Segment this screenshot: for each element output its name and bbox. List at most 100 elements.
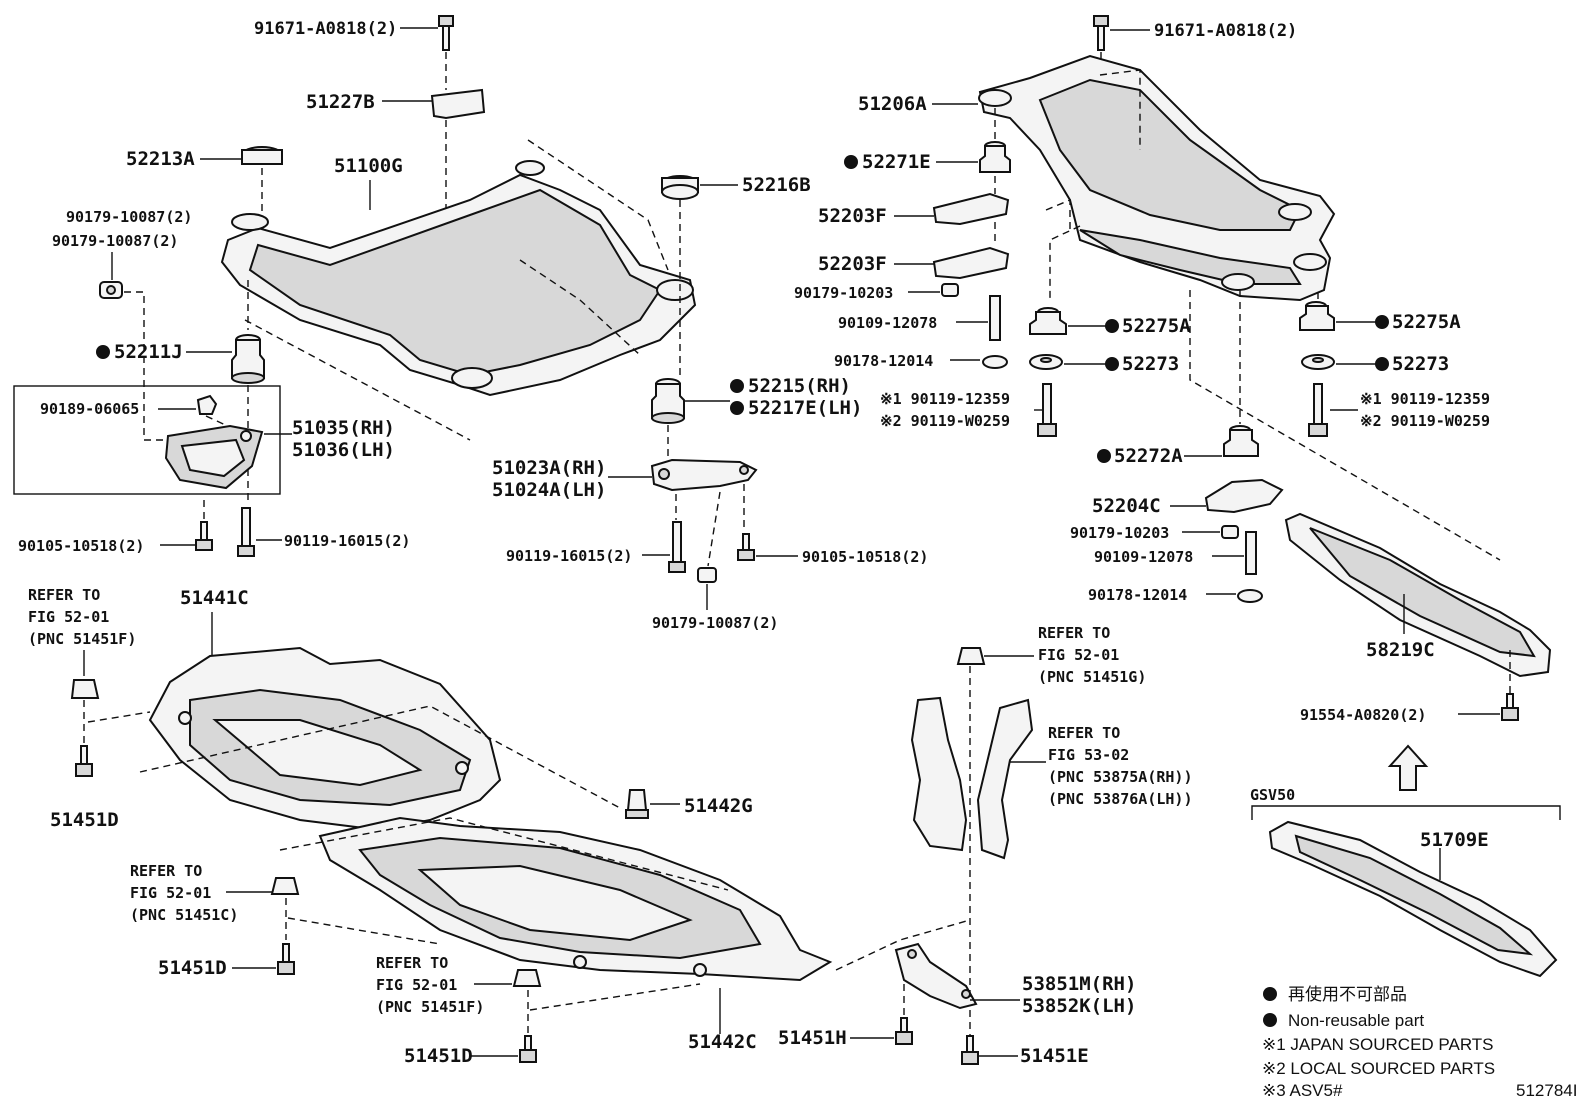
fender-liner bbox=[910, 696, 1034, 860]
brace-51709E bbox=[1268, 820, 1558, 978]
legend-note-3: ※3 ASV5# bbox=[1262, 1081, 1343, 1099]
label-90178-12014-2: 90178-12014 bbox=[1088, 586, 1187, 604]
label-90119-W0259-2: ※2 90119-W0259 bbox=[1360, 412, 1490, 430]
clip-51451C bbox=[270, 877, 300, 895]
label-51023A: 51023A(RH) bbox=[492, 457, 606, 479]
gsv50-bracket-line bbox=[1251, 805, 1561, 820]
label-51441C: 51441C bbox=[180, 587, 249, 609]
label-51442C: 51442C bbox=[688, 1031, 757, 1053]
label-52273-1: 52273 bbox=[1122, 353, 1179, 375]
label-51035: 51035(RH) bbox=[292, 417, 395, 439]
label-52272A: 52272A bbox=[1114, 445, 1183, 467]
under-cover-51441C bbox=[148, 646, 502, 832]
label-90119-W0259-1: ※2 90119-W0259 bbox=[880, 412, 1010, 430]
bolt-91671-left bbox=[438, 15, 454, 51]
bracket-51227B bbox=[430, 88, 486, 120]
label-51227B: 51227B bbox=[306, 91, 375, 113]
clip-51442G bbox=[625, 789, 649, 819]
label-90179-10087-a: 90179-10087(2) bbox=[66, 208, 192, 226]
label-90119-16015-mid: 90119-16015(2) bbox=[506, 547, 632, 565]
nut-90179-left bbox=[99, 281, 123, 299]
washer-52273-2 bbox=[1301, 354, 1335, 370]
label-refer4-b: FIG 52-01 bbox=[1038, 646, 1119, 664]
label-51024A: 51024A(LH) bbox=[492, 479, 606, 501]
label-90178-12014-1: 90178-12014 bbox=[834, 352, 933, 370]
label-90179-10087-b: 90179-10087(2) bbox=[52, 232, 178, 250]
bolt-91671-right bbox=[1093, 15, 1109, 51]
label-90119-12359-2: ※1 90119-12359 bbox=[1360, 390, 1490, 408]
legend-jp: 再使用不可部品 bbox=[1288, 984, 1407, 1004]
stud-90109-12078-1 bbox=[989, 295, 1001, 341]
label-refer4-a: REFER TO bbox=[1038, 624, 1110, 642]
rear-member-51206A bbox=[978, 54, 1336, 302]
label-refer4-c: (PNC 51451G) bbox=[1038, 668, 1146, 686]
plate-52203F-2 bbox=[932, 246, 1010, 280]
label-52204C: 52204C bbox=[1092, 495, 1161, 517]
label-52275A-2: 52275A bbox=[1392, 311, 1461, 333]
bolt-90105-left bbox=[195, 521, 213, 551]
bushing-52272A bbox=[1223, 425, 1259, 457]
bushing-52275A-2 bbox=[1299, 301, 1335, 331]
nut-90179-10203-1 bbox=[941, 283, 959, 297]
stud-90109-12078-2 bbox=[1245, 531, 1257, 575]
bracket-group-box bbox=[13, 385, 281, 495]
brace-58219C bbox=[1284, 512, 1552, 678]
label-51451D-2: 51451D bbox=[158, 957, 227, 979]
label-51451D-3: 51451D bbox=[404, 1045, 473, 1067]
label-51206A: 51206A bbox=[858, 93, 927, 115]
crossmember-51100G bbox=[220, 160, 697, 397]
bolt-51451H bbox=[895, 1017, 913, 1045]
legend: 再使用不可部品 Non-reusable part ※1 JAPAN SOURC… bbox=[1262, 984, 1495, 1099]
bolt-90105-mid bbox=[737, 533, 755, 561]
label-90179-10087-mid: 90179-10087(2) bbox=[652, 614, 778, 632]
label-90119-16015-left: 90119-16015(2) bbox=[284, 532, 410, 550]
bushing-52271E bbox=[979, 141, 1011, 173]
label-refer5-a: REFER TO bbox=[1048, 724, 1120, 742]
label-51451H: 51451H bbox=[778, 1027, 847, 1049]
label-90179-10203-2: 90179-10203 bbox=[1070, 524, 1169, 542]
label-refer5-c: (PNC 53875A(RH)) bbox=[1048, 768, 1193, 786]
label-51451E: 51451E bbox=[1020, 1045, 1089, 1067]
nut-90179-mid bbox=[697, 567, 717, 583]
label-51442G: 51442G bbox=[684, 795, 753, 817]
label-52216B: 52216B bbox=[742, 174, 811, 196]
up-arrow-icon bbox=[1387, 744, 1429, 791]
legend-en: Non-reusable part bbox=[1288, 1011, 1424, 1030]
label-refer3-c: (PNC 51451F) bbox=[376, 998, 484, 1016]
label-refer1-c: (PNC 51451F) bbox=[28, 630, 136, 648]
bolt-90119-12359-1 bbox=[1037, 383, 1057, 437]
label-90179-10203-1: 90179-10203 bbox=[794, 284, 893, 302]
label-refer3-a: REFER TO bbox=[376, 954, 448, 972]
label-51036: 51036(LH) bbox=[292, 439, 395, 461]
label-refer2-c: (PNC 51451C) bbox=[130, 906, 238, 924]
clip-51451F-left bbox=[70, 679, 100, 699]
label-51451D-1: 51451D bbox=[50, 809, 119, 831]
bolt-91554 bbox=[1501, 693, 1519, 721]
label-refer5-d: (PNC 53876A(LH)) bbox=[1048, 790, 1193, 808]
label-52273-2: 52273 bbox=[1392, 353, 1449, 375]
label-refer1-b: FIG 52-01 bbox=[28, 608, 109, 626]
bushing-52215 bbox=[651, 378, 685, 424]
washer-90178-12014-2 bbox=[1237, 589, 1263, 603]
label-90105-mid: 90105-10518(2) bbox=[802, 548, 928, 566]
legend-note-2: ※2 LOCAL SOURCED PARTS bbox=[1262, 1059, 1495, 1078]
bushing-52211J bbox=[231, 334, 265, 384]
bolt-51451E bbox=[961, 1035, 979, 1065]
label-52275A-1: 52275A bbox=[1122, 315, 1191, 337]
label-53851M: 53851M(RH) bbox=[1022, 973, 1136, 995]
label-90119-12359-1: ※1 90119-12359 bbox=[880, 390, 1010, 408]
label-refer5-b: FIG 53-02 bbox=[1048, 746, 1129, 764]
clip-90189 bbox=[196, 394, 218, 415]
washer-90178-12014-1 bbox=[982, 355, 1008, 369]
bolt-51451D-2 bbox=[277, 943, 295, 975]
bolt-51451D-1 bbox=[75, 745, 93, 777]
label-52217E: 52217E(LH) bbox=[748, 397, 862, 419]
label-51709E: 51709E bbox=[1420, 829, 1489, 851]
label-52215: 52215(RH) bbox=[748, 375, 851, 397]
bolt-90119-16015-mid bbox=[668, 521, 686, 573]
bracket-51023A bbox=[650, 458, 758, 492]
label-91554: 91554-A0820(2) bbox=[1300, 706, 1426, 724]
nut-90179-10203-2 bbox=[1221, 525, 1239, 539]
label-90189: 90189-06065 bbox=[40, 400, 139, 418]
